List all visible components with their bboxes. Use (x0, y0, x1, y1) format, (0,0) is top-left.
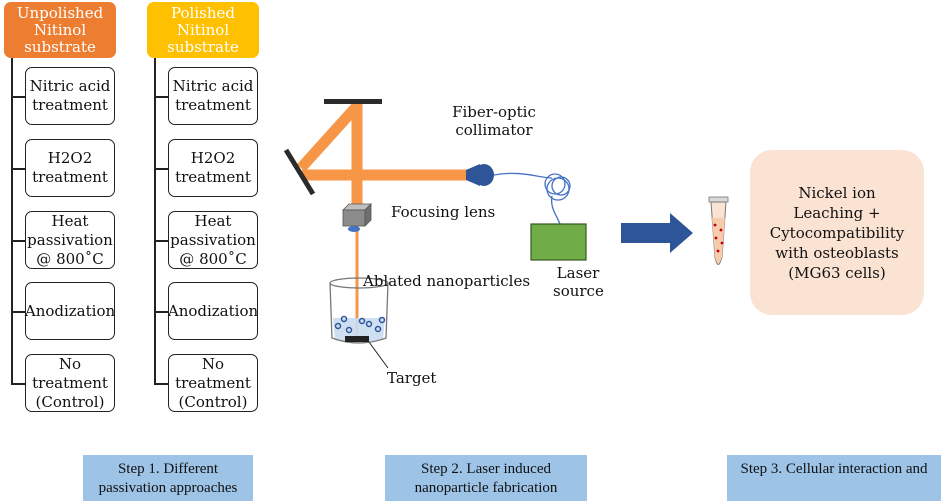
col1-branch (11, 96, 25, 98)
beaker-icon (329, 282, 389, 344)
collimator-label: Fiber-optic collimator (452, 103, 536, 139)
top-mirror (324, 99, 382, 104)
fiber-coil (546, 177, 570, 201)
process-arrow-icon (621, 213, 693, 253)
col2-heat-passivation-box: Heat passivation @ 800˚C (168, 211, 258, 269)
col1-branch (11, 168, 25, 170)
col2-branch (154, 383, 168, 385)
fiber-coil (544, 173, 566, 195)
nanoparticles-label: Ablated nanoparticles (363, 272, 531, 290)
col1-heat-passivation-box: Heat passivation @ 800˚C (25, 211, 115, 269)
col1-h2o2-box: H2O2 treatment (25, 139, 115, 197)
col2-branch (154, 96, 168, 98)
col1-nitric-acid-box: Nitric acid treatment (25, 67, 115, 125)
col2-h2o2-box: H2O2 treatment (168, 139, 258, 197)
col2-branch (154, 168, 168, 170)
col1-anodization-box: Anodization (25, 282, 115, 340)
step-3-banner: Step 3. Cellular interaction and (727, 455, 941, 501)
result-text: Nickel ion Leaching + Cytocompatibility … (769, 183, 905, 282)
target-pointer (368, 341, 389, 369)
tube-cells (713, 223, 724, 253)
fiber-cable (493, 172, 553, 179)
col2-connector-line (154, 58, 156, 384)
col1-branch (11, 311, 25, 313)
nanoparticles (334, 315, 386, 334)
col1-branch (11, 240, 25, 242)
col2-branch (154, 240, 168, 242)
beaker-rim (329, 277, 389, 289)
polished-substrate-header: Polished Nitinol substrate (147, 2, 259, 58)
collimator-head (474, 164, 494, 186)
target-label: Target (387, 369, 437, 387)
lens-label: Focusing lens (391, 203, 496, 221)
focusing-lens-body (342, 209, 366, 227)
fiber-coil (551, 176, 571, 196)
col1-control-box: No treatment (Control) (25, 354, 115, 412)
tube-cap (708, 196, 729, 203)
result-box: Nickel ion Leaching + Cytocompatibility … (750, 150, 924, 315)
col2-anodization-box: Anodization (168, 282, 258, 340)
lens-glass (348, 226, 360, 232)
col2-nitric-acid-box: Nitric acid treatment (168, 67, 258, 125)
col1-branch (11, 383, 25, 385)
side-mirror (283, 148, 316, 196)
col2-control-box: No treatment (Control) (168, 354, 258, 412)
fiber-cable-down (550, 195, 561, 225)
laser-source-box (530, 223, 587, 261)
target-icon (345, 336, 369, 342)
beam-diagonal (296, 102, 362, 172)
step-1-banner: Step 1. Different passivation approaches (83, 455, 253, 501)
focusing-lens-side (364, 203, 372, 227)
laser-source-label: Laser source (553, 264, 604, 300)
col2-branch (154, 311, 168, 313)
unpolished-substrate-header: Unpolished Nitinol substrate (4, 2, 116, 58)
col1-connector-line (11, 58, 13, 384)
step-2-banner: Step 2. Laser induced nanoparticle fabri… (385, 455, 587, 501)
